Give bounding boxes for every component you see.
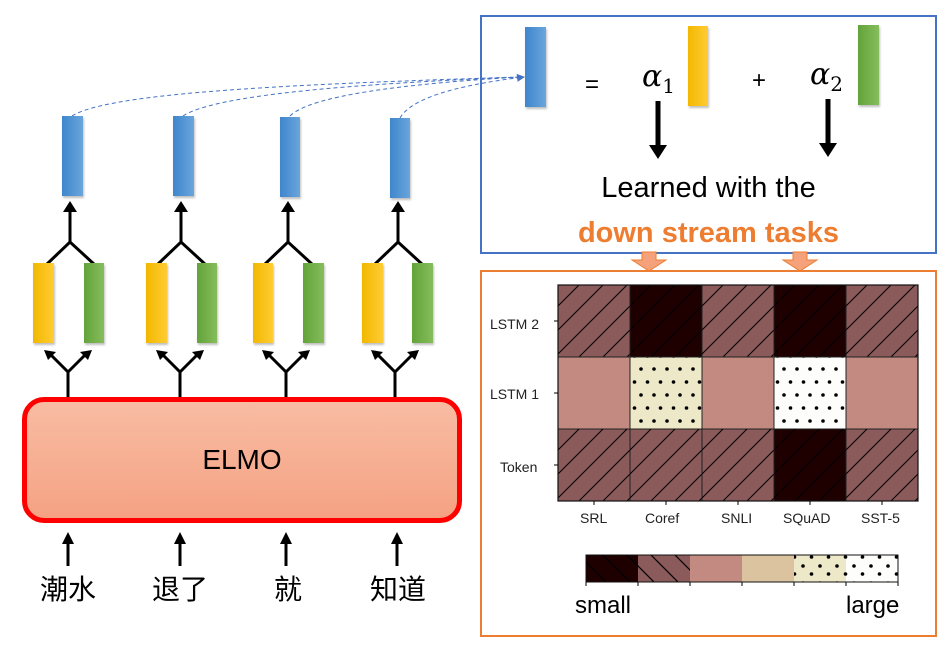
input-word-2: 退了 (151, 573, 209, 606)
split-arrow-4 (375, 352, 415, 397)
combined-vector-3 (280, 117, 300, 197)
combined-vector-1 (62, 116, 83, 196)
heatmap-cell-pattern (846, 285, 918, 357)
elmo-label: ELMO (202, 444, 282, 475)
colorbar-segment-4 (742, 555, 794, 582)
heatmap-cell-pattern (774, 285, 846, 357)
split-arrow-2 (160, 352, 200, 397)
heatmap-cell-pattern (558, 429, 630, 501)
orange-arrow-2 (781, 251, 819, 272)
formula-panel: = α1 + α2 Learned with the down stream t… (480, 15, 937, 254)
split-arrow-3 (266, 352, 306, 397)
down-arrows (649, 99, 837, 159)
colorbar-segment-pattern (846, 555, 898, 582)
equals-sign: = (585, 71, 600, 98)
caption-downstream-tasks: down stream tasks (577, 217, 840, 249)
forward-vector-2 (146, 263, 167, 343)
heatmap-cell-pattern (702, 285, 774, 357)
caption-learned: Learned with the (601, 172, 816, 204)
forward-vector-1 (33, 263, 54, 343)
heatmap-cell-lstm-1-snli (701, 356, 775, 430)
forward-vector-4 (362, 263, 383, 343)
heatmap-cell-pattern (558, 285, 630, 357)
combined-vector-2 (173, 116, 194, 196)
heatmap-cell-lstm-1-srl (557, 356, 631, 430)
col-label-sst5: SST-5 (861, 510, 900, 526)
backward-vector-1 (84, 263, 104, 343)
plus-sign: + (752, 67, 767, 94)
colorbar-segment-pattern (638, 555, 690, 582)
heatmap-cell-pattern (630, 357, 702, 429)
connector-2 (182, 76, 521, 117)
split-arrow-1 (48, 352, 88, 397)
colorbar-segment-pattern (586, 555, 638, 582)
heatmap-cell-pattern (774, 429, 846, 501)
row-label-token: Token (500, 459, 538, 475)
flow-arrows (44, 201, 425, 566)
colorbar-segment-pattern (794, 555, 846, 582)
backward-vector-2 (197, 263, 217, 343)
col-label-snli: SNLI (721, 510, 753, 526)
backward-vector-4 (412, 263, 433, 343)
combined-vector-result (525, 27, 546, 107)
forward-vector-3 (253, 263, 273, 343)
orange-arrow-1 (630, 251, 668, 272)
heatmap-cell-pattern (702, 429, 774, 501)
connector-3 (289, 76, 521, 117)
merge-arrow-2 (155, 212, 208, 267)
forward-vector-term (688, 26, 708, 106)
input-word-1: 潮水 (39, 573, 97, 606)
heatmap-cell-pattern (774, 357, 846, 429)
col-label-srl: SRL (580, 510, 608, 526)
input-word-3: 就 (273, 573, 303, 606)
alpha1-subscript: 1 (662, 74, 675, 98)
heatmap-panel (480, 270, 937, 637)
down-arrow-alpha2 (819, 99, 837, 157)
alpha2-weight: α2 (810, 57, 843, 96)
colorbar-min-label: small (575, 592, 632, 619)
col-label-coref: Coref (645, 510, 680, 526)
combined-vector-4 (390, 118, 410, 198)
heatmap-cell-lstm-1-sst-5 (845, 356, 919, 430)
colorbar-max-label: large (846, 592, 900, 619)
elmo-model-box: ELMO (22, 397, 462, 523)
down-arrow-alpha1 (649, 101, 667, 159)
row-label-lstm2: LSTM 2 (490, 316, 540, 332)
input-word-4: 知道 (369, 573, 427, 606)
alpha1-weight: α1 (642, 59, 675, 98)
col-label-squad: SQuAD (783, 510, 831, 526)
colorbar-segment-3 (690, 555, 742, 582)
alpha2-symbol: α (810, 57, 831, 92)
backward-vector-term (858, 25, 879, 105)
row-label-lstm1: LSTM 1 (490, 386, 540, 402)
backward-vector-3 (303, 263, 324, 343)
alpha1-symbol: α (642, 59, 663, 94)
merge-arrow-3 (262, 212, 315, 267)
alpha2-subscript: 2 (830, 72, 843, 96)
heatmap-cell-pattern (630, 429, 702, 501)
connector-4 (399, 73, 525, 119)
merge-arrow-4 (372, 212, 425, 267)
heatmap-cell-pattern (846, 429, 918, 501)
heatmap-cell-pattern (630, 285, 702, 357)
merge-arrow-1 (44, 212, 97, 267)
